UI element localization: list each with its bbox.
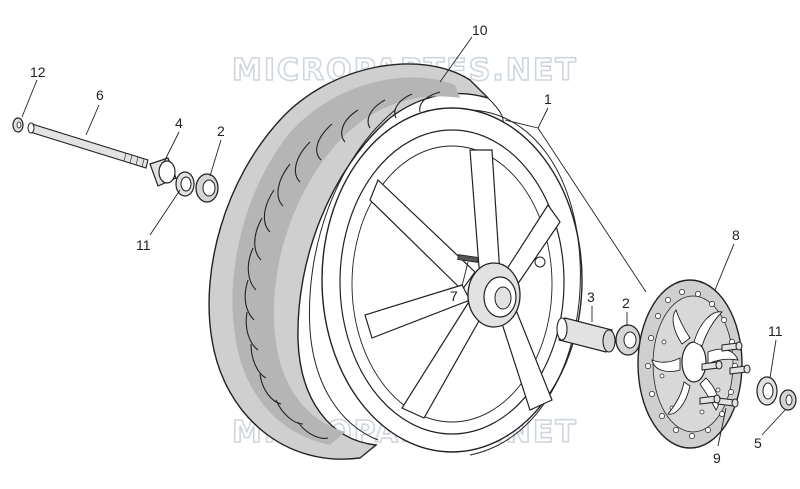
callout-8: 8 <box>732 227 740 243</box>
leader-lines <box>21 36 786 447</box>
disc-screws <box>699 341 751 408</box>
callout-11-left: 11 <box>136 237 151 253</box>
seal-left <box>175 171 195 197</box>
brake-disc <box>637 279 743 449</box>
callout-1: 1 <box>544 91 552 107</box>
tire <box>208 63 504 460</box>
callout-3: 3 <box>587 289 595 305</box>
nut <box>779 389 797 411</box>
washer-right <box>756 376 778 406</box>
axle-nut <box>12 117 24 133</box>
bearing-right <box>615 324 641 356</box>
spacer-tube <box>556 317 616 353</box>
spacer <box>149 157 177 187</box>
callout-5: 5 <box>754 435 762 451</box>
callout-4: 4 <box>175 115 183 131</box>
rim <box>321 107 583 456</box>
callout-6: 6 <box>96 87 104 103</box>
callout-9: 9 <box>713 450 721 466</box>
callout-2-left: 2 <box>217 123 225 139</box>
axle <box>27 122 149 169</box>
callout-12: 12 <box>30 64 46 80</box>
callout-7: 7 <box>450 288 458 304</box>
valve <box>457 254 479 263</box>
bearing-left <box>195 173 219 203</box>
callout-10: 10 <box>472 22 488 38</box>
callout-11-right: 11 <box>768 323 783 339</box>
callout-2-right: 2 <box>622 295 630 311</box>
